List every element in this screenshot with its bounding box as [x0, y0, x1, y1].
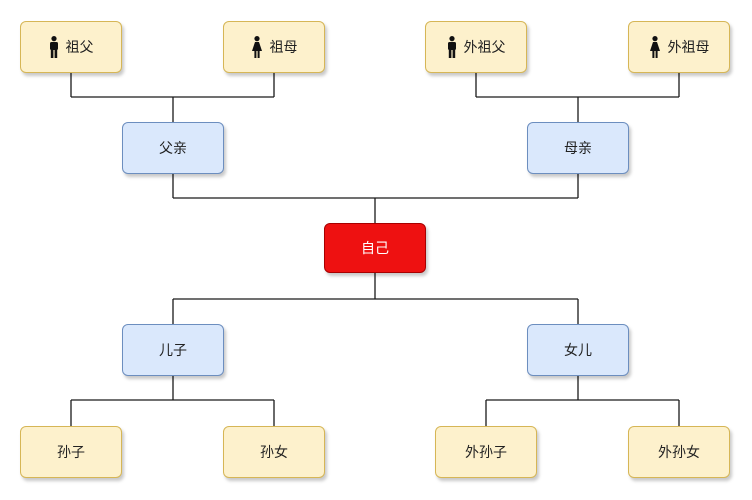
- male-person-icon: [447, 36, 457, 58]
- node-label: 父亲: [159, 141, 187, 157]
- node-self[interactable]: 自己: [324, 223, 426, 273]
- node-label: 外孙女: [658, 445, 700, 461]
- node-father[interactable]: 父亲: [122, 122, 224, 174]
- node-maternal-grandmother[interactable]: 外祖母: [628, 21, 730, 73]
- node-mother[interactable]: 母亲: [527, 122, 629, 174]
- node-maternal-grandson[interactable]: 外孙子: [435, 426, 537, 478]
- node-paternal-grandmother[interactable]: 祖母: [223, 21, 325, 73]
- node-label: 女儿: [564, 343, 592, 359]
- node-label: 外祖母: [667, 40, 710, 56]
- node-maternal-grandfather[interactable]: 外祖父: [425, 21, 527, 73]
- node-label: 孙子: [57, 445, 85, 461]
- node-label: 外孙子: [465, 445, 507, 461]
- node-label: 祖母: [269, 40, 298, 56]
- node-son[interactable]: 儿子: [122, 324, 224, 376]
- node-daughter[interactable]: 女儿: [527, 324, 629, 376]
- female-person-icon: [251, 36, 263, 58]
- node-label: 母亲: [564, 141, 592, 157]
- node-label: 孙女: [260, 445, 288, 461]
- node-granddaughter[interactable]: 孙女: [223, 426, 325, 478]
- male-person-icon: [49, 36, 59, 58]
- node-label: 自己: [361, 241, 389, 257]
- node-label: 儿子: [159, 343, 187, 359]
- female-person-icon: [649, 36, 661, 58]
- node-maternal-granddaughter[interactable]: 外孙女: [628, 426, 730, 478]
- node-label: 祖父: [65, 40, 94, 56]
- node-grandson[interactable]: 孙子: [20, 426, 122, 478]
- node-label: 外祖父: [463, 40, 506, 56]
- node-paternal-grandfather[interactable]: 祖父: [20, 21, 122, 73]
